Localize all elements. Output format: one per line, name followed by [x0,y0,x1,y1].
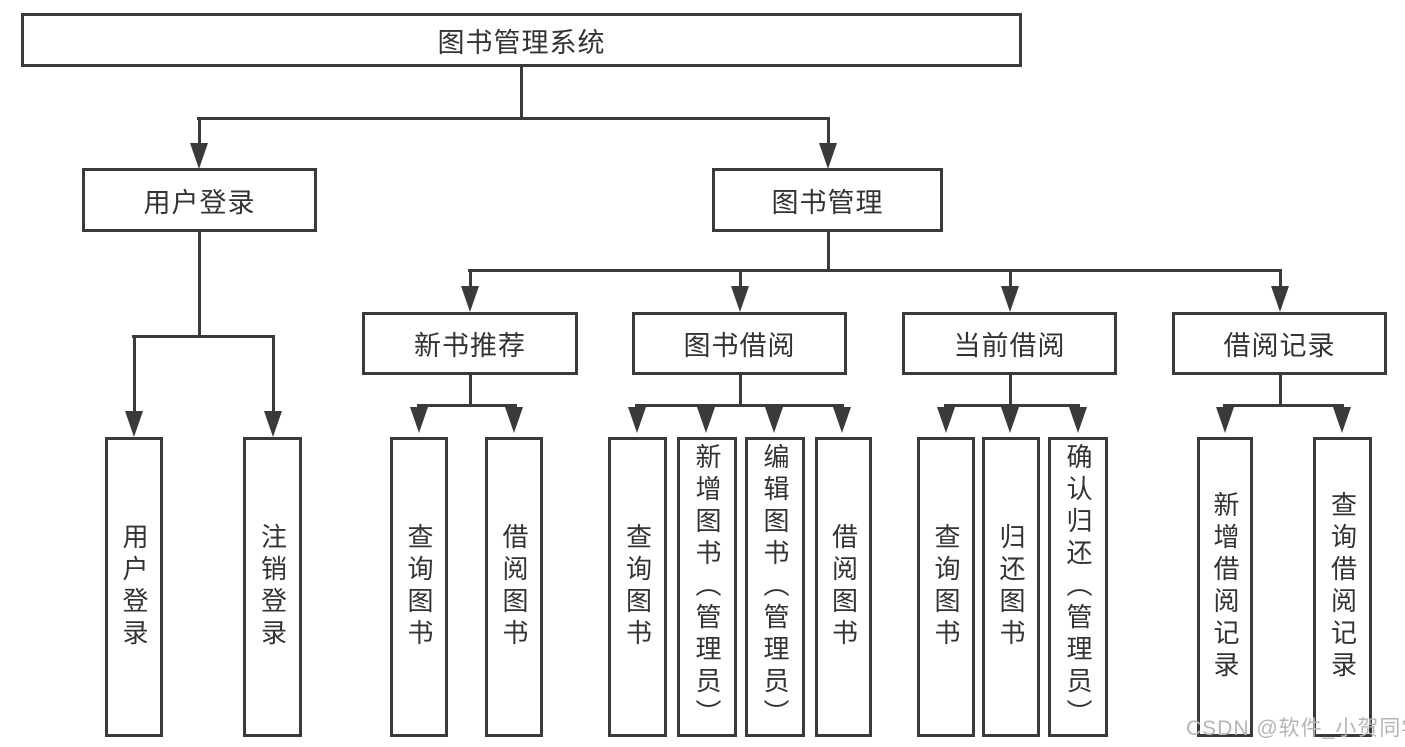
node-book-borrow: 图书借阅 [632,312,847,375]
connector-drop-book-management [827,119,830,145]
node-leaf-user-login-label: 用户登录 [119,523,149,651]
node-leaf-borrow-book-1-label: 借阅图书 [499,523,529,651]
node-leaf-query-borrow-record: 查询借阅记录 [1313,437,1372,737]
arrow-down-icon [697,407,715,433]
connector-drop-user-login [198,119,201,145]
connector-book-borrow-stub [739,375,742,406]
node-leaf-borrow-book-2-label: 借阅图书 [828,523,859,651]
node-leaf-logout-label: 注销登录 [257,523,288,651]
node-leaf-logout: 注销登录 [243,437,302,737]
arrow-down-icon [1216,407,1234,433]
node-leaf-query-borrow-record-label: 查询借阅记录 [1327,491,1358,683]
node-leaf-query-book-3-label: 查询图书 [931,523,961,651]
arrow-down-icon [190,143,208,169]
node-leaf-edit-book-admin-label: 编辑图书（管理员） [760,443,790,731]
node-leaf-query-book-1-label: 查询图书 [404,523,434,651]
node-leaf-return-book-label: 归还图书 [996,523,1026,651]
node-leaf-edit-book-admin: 编辑图书（管理员） [745,437,805,737]
connector-borrow-records-stub [1279,375,1282,406]
node-leaf-borrow-book-2: 借阅图书 [815,437,872,737]
node-leaf-add-borrow-record: 新增借阅记录 [1197,437,1253,737]
arrow-down-icon [937,407,955,433]
node-book-management-label: 图书管理 [771,187,884,218]
arrow-down-icon [1001,286,1019,312]
node-current-borrow-label: 当前借阅 [953,331,1066,361]
connector-level2-horizontal [197,117,830,120]
arrow-down-icon [1271,286,1289,312]
node-leaf-user-login: 用户登录 [105,437,163,737]
node-user-login-label: 用户登录 [143,187,256,218]
node-leaf-borrow-book-1: 借阅图书 [485,437,543,737]
node-new-book-recommend: 新书推荐 [362,312,578,375]
connector-book-management-stub [827,232,830,271]
connector-borrow-records-horizontal [1223,404,1344,407]
arrow-down-icon [833,407,851,433]
node-leaf-query-book-2-label: 查询图书 [622,523,653,651]
node-current-borrow: 当前借阅 [902,312,1117,375]
watermark: CSDN @软件_小贺同学 [1186,717,1405,740]
arrow-down-icon [264,411,282,437]
connector-new-book-horizontal [417,404,517,407]
arrow-down-icon [819,143,837,169]
connector-current-borrow-stub [1009,375,1012,406]
node-leaf-confirm-return-admin-label: 确认归还（管理员） [1063,443,1093,731]
connector-drop-leaf-logout [272,338,275,412]
arrow-down-icon [1069,407,1087,433]
connector-user-login-horizontal [132,335,275,338]
arrow-down-icon [461,286,479,312]
node-leaf-confirm-return-admin: 确认归还（管理员） [1048,437,1108,737]
connector-drop-borrow-records [1279,272,1282,288]
arrow-down-icon [1333,407,1351,433]
node-leaf-query-book-3: 查询图书 [917,437,975,737]
connector-drop-book-borrow [739,272,742,288]
node-new-book-recommend-label: 新书推荐 [414,331,526,361]
node-leaf-add-book-admin: 新增图书（管理员） [677,437,737,737]
connector-drop-current-borrow [1009,272,1012,288]
node-root-label: 图书管理系统 [437,27,606,58]
node-user-login: 用户登录 [82,168,317,232]
node-root: 图书管理系统 [21,13,1022,67]
connector-book-borrow-horizontal [635,404,844,407]
node-leaf-return-book: 归还图书 [982,437,1040,737]
node-leaf-add-book-admin-label: 新增图书（管理员） [692,443,722,731]
connector-new-book-stub [469,375,472,406]
connector-user-login-stub [198,232,201,337]
connector-root-stub [520,67,523,119]
arrow-down-icon [731,286,749,312]
arrow-down-icon [628,407,646,433]
node-borrow-records-label: 借阅记录 [1223,331,1336,361]
connector-current-borrow-horizontal [944,404,1080,407]
node-leaf-query-book-1: 查询图书 [390,437,448,737]
connector-drop-new-book [469,272,472,288]
node-leaf-add-borrow-record-label: 新增借阅记录 [1210,491,1240,683]
arrow-down-icon [125,411,143,437]
arrow-down-icon [410,407,428,433]
node-book-management: 图书管理 [712,168,943,232]
connector-level3-horizontal [468,269,1282,272]
arrow-down-icon [765,407,783,433]
arrow-down-icon [1001,407,1019,433]
node-leaf-query-book-2: 查询图书 [608,437,667,737]
arrow-down-icon [505,407,523,433]
node-book-borrow-label: 图书借阅 [683,331,796,361]
connector-drop-leaf-user-login [133,338,136,412]
node-borrow-records: 借阅记录 [1172,312,1387,375]
